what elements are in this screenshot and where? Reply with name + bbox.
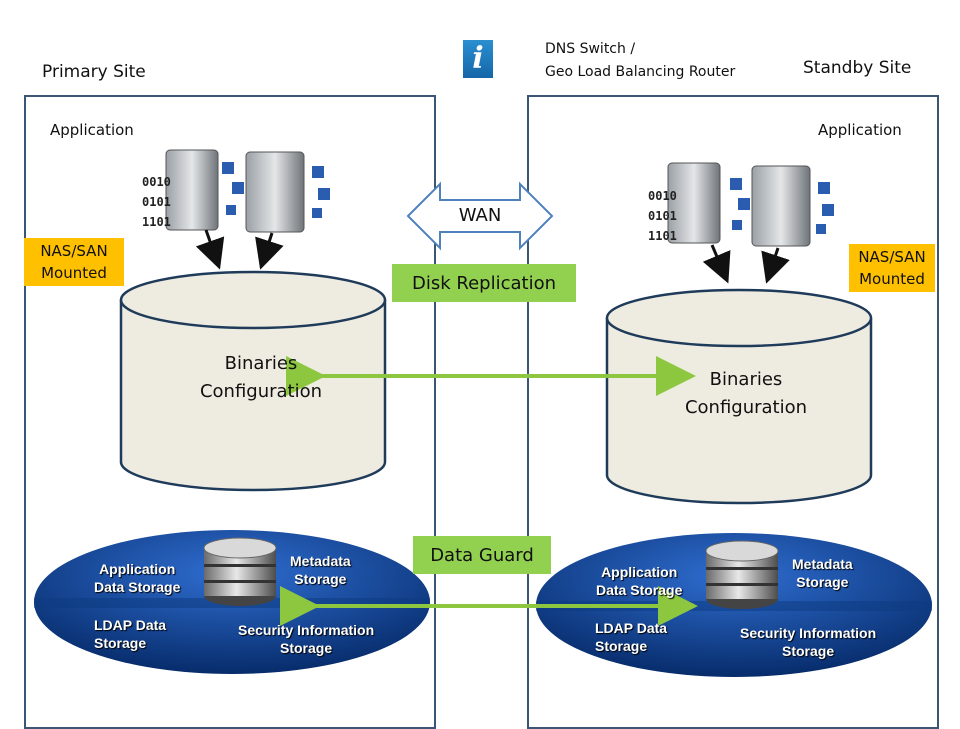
info-icon: i — [463, 40, 493, 78]
cylinder-line1: Binaries — [224, 353, 298, 374]
db-label-line: Metadata — [792, 556, 853, 572]
db-label-line: Application — [601, 564, 678, 580]
db-label-line: Security Information — [740, 625, 877, 641]
standby-nas-tag: NAS/SAN Mounted — [849, 244, 935, 292]
digit-row: 1101 — [648, 229, 677, 243]
digit-row: 1101 — [142, 215, 171, 229]
db-label-line: Storage — [796, 574, 849, 590]
standby-server-digits: 0010 0101 1101 — [648, 186, 677, 246]
standby-metadata-storage: Metadata Storage — [792, 555, 853, 591]
db-label-line: Storage — [294, 571, 347, 587]
db-label-line: Storage — [280, 640, 333, 656]
db-label-line: LDAP Data — [595, 620, 668, 636]
standby-application-label: Application — [818, 121, 902, 139]
db-label-line: LDAP Data — [94, 617, 167, 633]
wan-arrow — [406, 181, 554, 251]
cylinder-line1: Binaries — [709, 369, 783, 390]
nas-line1: NAS/SAN — [40, 242, 108, 260]
standby-security-storage: Security Information Storage — [740, 624, 876, 660]
standby-app-data-storage: Application Data Storage — [596, 563, 682, 599]
db-label-line: Storage — [94, 635, 147, 651]
primary-nas-tag: NAS/SAN Mounted — [24, 238, 124, 286]
db-label-line: Application — [99, 561, 176, 577]
nas-line2: Mounted — [41, 264, 107, 282]
standby-database — [536, 533, 932, 677]
disk-replication-label: Disk Replication — [392, 264, 576, 302]
cylinder-line2: Configuration — [684, 397, 808, 418]
router-label-line2: Geo Load Balancing Router — [545, 64, 736, 80]
standby-servers — [667, 162, 834, 284]
primary-cylinder-text: Binaries Configuration — [150, 350, 372, 406]
db-label-line: Data Storage — [596, 582, 683, 598]
digit-row: 0010 — [648, 189, 677, 203]
cylinder-line2: Configuration — [199, 381, 323, 402]
standby-cylinder-text: Binaries Configuration — [635, 366, 857, 422]
database-icon — [203, 537, 277, 606]
server-icon — [667, 162, 721, 244]
database-icon — [705, 540, 779, 609]
primary-security-storage: Security Information Storage — [238, 621, 374, 657]
nas-line2: Mounted — [859, 270, 925, 288]
router-label-line1: DNS Switch / — [545, 41, 636, 57]
server-icon — [165, 149, 219, 231]
digit-row: 0101 — [142, 195, 171, 209]
primary-metadata-storage: Metadata Storage — [290, 552, 351, 588]
digit-row: 0101 — [648, 209, 677, 223]
primary-ldap-storage: LDAP Data Storage — [94, 616, 166, 652]
standby-site-title: Standby Site — [803, 58, 912, 78]
nas-line1: NAS/SAN — [858, 248, 926, 266]
db-label-line: Storage — [595, 638, 648, 654]
data-guard-label: Data Guard — [413, 536, 551, 574]
primary-cylinder — [119, 270, 387, 492]
primary-site-title: Primary Site — [42, 62, 146, 82]
primary-database — [34, 530, 430, 674]
db-label-line: Storage — [782, 643, 835, 659]
standby-ldap-storage: LDAP Data Storage — [595, 619, 667, 655]
digit-row: 0010 — [142, 175, 171, 189]
primary-application-label: Application — [50, 121, 134, 139]
db-label-line: Metadata — [290, 553, 351, 569]
db-label-line: Data Storage — [94, 579, 181, 595]
primary-server-digits: 0010 0101 1101 — [142, 172, 171, 232]
server-icon — [751, 165, 811, 247]
router-label: DNS Switch / Geo Load Balancing Router — [545, 38, 735, 84]
primary-app-data-storage: Application Data Storage — [94, 560, 180, 596]
primary-servers — [165, 149, 330, 270]
server-icon — [245, 151, 305, 233]
wan-label: WAN — [458, 205, 502, 226]
db-label-line: Security Information — [238, 622, 375, 638]
